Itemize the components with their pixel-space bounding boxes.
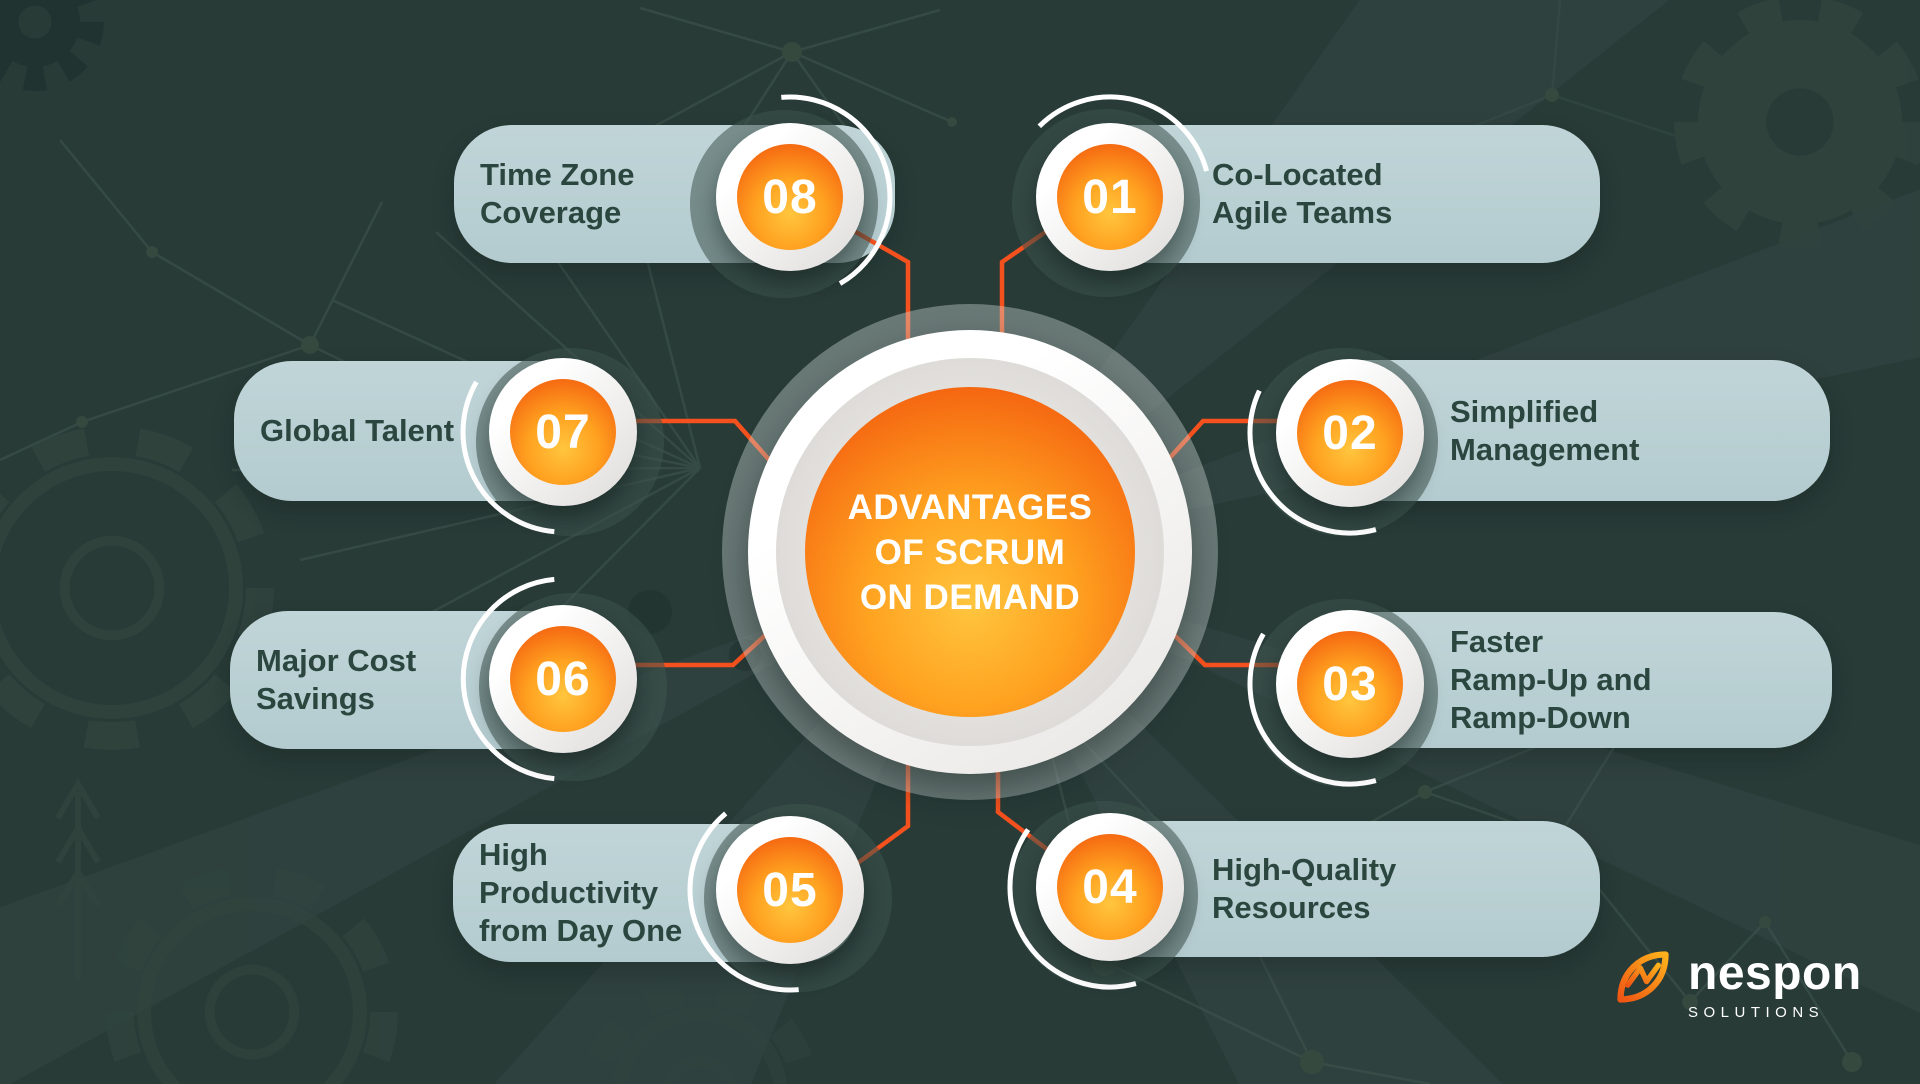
item-label-line: Agile Teams	[1212, 195, 1393, 230]
gear-decoration	[106, 866, 398, 1084]
item-label-line: Time Zone	[480, 157, 635, 192]
badge-orange-disc: 08	[737, 144, 843, 250]
item-label-line: Ramp-Down	[1450, 700, 1631, 735]
badge-03: 03	[1244, 578, 1456, 790]
badge-02: 02	[1244, 327, 1456, 539]
badge-number: 08	[762, 170, 818, 224]
badge-number: 02	[1322, 406, 1378, 460]
nespon-logo: nespon SOLUTIONS	[1616, 950, 1862, 1021]
nespon-logo-text: nespon SOLUTIONS	[1688, 947, 1862, 1022]
badge-number: 07	[535, 405, 591, 459]
badge-07: 07	[457, 326, 669, 538]
badge-number: 04	[1082, 860, 1138, 914]
badge-number: 06	[535, 652, 591, 706]
item-label-line: High	[479, 837, 548, 872]
item-label-line: Management	[1450, 431, 1640, 467]
badge-orange-disc: 07	[510, 379, 616, 485]
gear-decoration	[581, 976, 819, 1084]
item-label-line: Productivity	[479, 875, 659, 910]
item-label-line: Ramp-Up and	[1450, 662, 1652, 697]
badge-orange-disc: 02	[1297, 380, 1403, 486]
center-title-line: ON DEMAND	[859, 577, 1081, 617]
brand-tagline: SOLUTIONS	[1688, 1004, 1825, 1021]
badge-04: 04	[1004, 781, 1216, 993]
badge-orange-disc: 01	[1057, 144, 1163, 250]
item-label-line: Savings	[256, 681, 375, 716]
center-title: ADVANTAGES OF SCRUM ON DEMAND	[848, 485, 1093, 620]
center-title-line: OF SCRUM	[874, 532, 1066, 572]
item-label-line: Major Cost	[256, 643, 417, 678]
gear-decoration	[0, 426, 274, 750]
item-label-line: Coverage	[480, 195, 622, 230]
item-label-line: Global Talent	[260, 413, 455, 448]
item-label-line: Faster	[1450, 624, 1544, 659]
center-title-line: ADVANTAGES	[847, 487, 1093, 527]
badge-06: 06	[457, 573, 669, 785]
center-orange-disc: ADVANTAGES OF SCRUM ON DEMAND	[805, 387, 1135, 717]
item-label-line: Co-Located	[1212, 157, 1383, 192]
gear-decoration	[0, 0, 104, 91]
badge-05: 05	[684, 784, 896, 996]
badge-number: 03	[1322, 657, 1378, 711]
item-label-line: Simplified	[1450, 393, 1599, 429]
item-label-line: Resources	[1212, 890, 1371, 925]
badge-orange-disc: 05	[737, 837, 843, 943]
center-circle: ADVANTAGES OF SCRUM ON DEMAND	[710, 292, 1230, 812]
gear-decoration	[1674, 0, 1920, 248]
brand-name: nespon	[1688, 947, 1862, 1000]
badge-01: 01	[1004, 91, 1216, 303]
badge-orange-disc: 06	[510, 626, 616, 732]
badge-08: 08	[684, 91, 896, 303]
badge-orange-disc: 04	[1057, 834, 1163, 940]
nespon-logo-icon	[1617, 951, 1669, 1003]
badge-number: 01	[1082, 170, 1138, 224]
badge-number: 05	[762, 863, 818, 917]
badge-accent-arc	[460, 576, 555, 782]
badge-accent-arc	[1037, 94, 1210, 172]
badge-accent-arc	[460, 380, 555, 535]
badge-accent-arc	[1007, 828, 1137, 990]
item-label-line: High-Quality	[1212, 852, 1397, 887]
wheat-sprig-decoration	[55, 778, 101, 980]
badge-accent-arc	[687, 811, 799, 993]
badge-orange-disc: 03	[1297, 631, 1403, 737]
item-label-line: from Day One	[479, 913, 683, 948]
